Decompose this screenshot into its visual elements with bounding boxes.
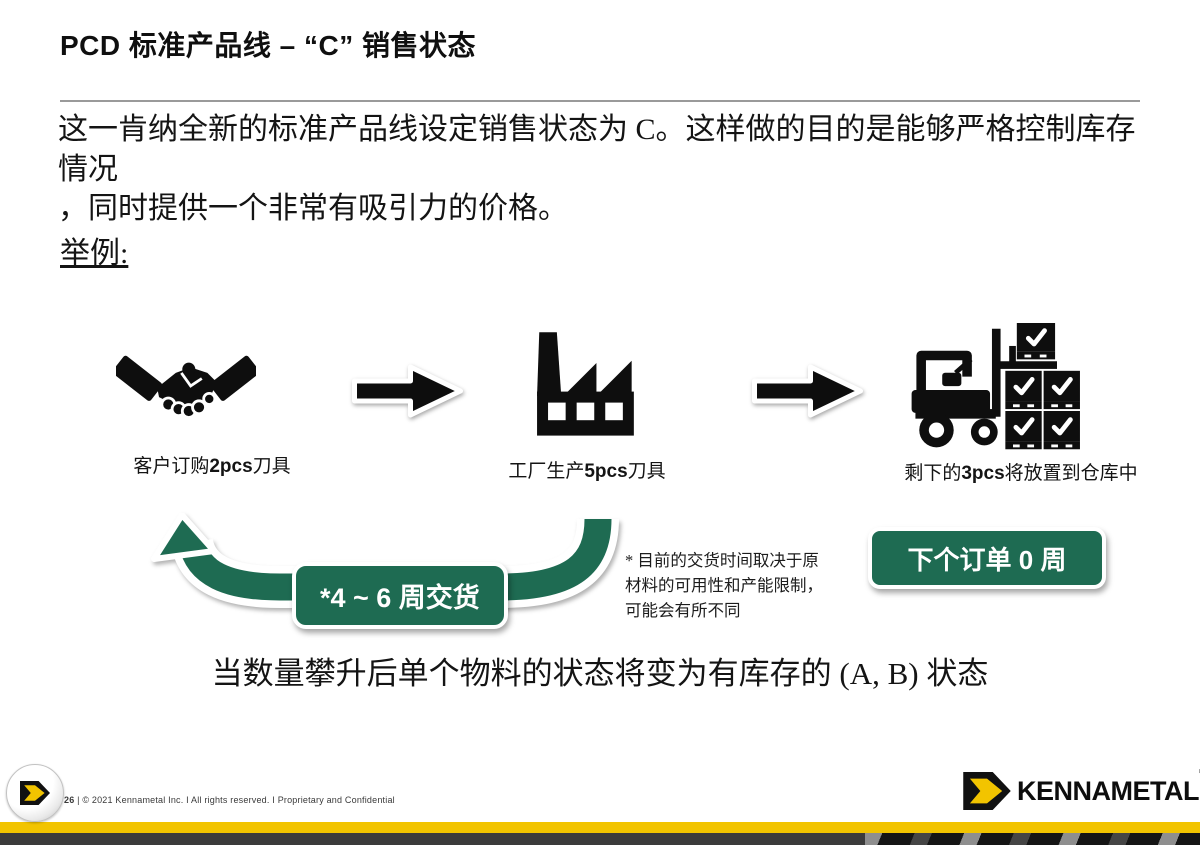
kennametal-ball-logo [6,764,64,822]
caption-text: 将放置到仓库中 [1004,463,1138,484]
bottom-dark-stripe [0,833,1200,845]
caption-text: 刀具 [627,461,666,482]
example-label: 举例: [60,237,129,270]
copyright-text: | © 2021 Kennametal Inc. I All rights re… [77,795,395,805]
caption-text: 工厂生产 [508,461,585,482]
bottom-yellow-stripe [0,822,1200,833]
right-arrow-icon [752,364,863,418]
step-caption: 客户订购2pcs刀具 [112,451,312,478]
caption-quantity: 5pcs [584,461,628,482]
kennametal-logo: KENNAMETAL® [963,767,1200,810]
caption-text: 客户订购 [133,456,210,477]
right-arrow-icon [352,364,463,418]
caption-quantity: 2pcs [209,456,253,477]
delivery-note: * 目前的交货时间取决于原 材料的可用性和产能限制， 可能会有所不同 [625,551,823,620]
caption-text: 剩下的 [904,463,962,484]
registered-mark: ® [1199,767,1200,776]
title-divider [60,100,1140,102]
kennametal-wordmark: KENNAMETAL [1017,775,1199,806]
delivery-time-badge: *4 ~ 6 周交货 [292,562,508,629]
next-order-box: 下个订单 0 周 [868,527,1106,589]
page-number: 26 [64,795,75,805]
handshake-icon [116,355,256,419]
caption-text: 刀具 [252,456,291,477]
intro-paragraph: 这一肯纳全新的标准产品线设定销售状态为 C。这样做的目的是能够严格控制库存情况 … [58,113,1136,226]
footer-copyright: 26 | © 2021 Kennametal Inc. I All rights… [64,795,395,805]
step-caption: 剩下的3pcs将放置到仓库中 [893,458,1149,485]
step-caption: 工厂生产5pcs刀具 [487,456,687,483]
caption-quantity: 3pcs [961,463,1005,484]
factory-icon [537,332,634,436]
page-title: PCD 标准产品线 – “C” 销售状态 [60,30,477,61]
hazard-stripes [865,833,1200,845]
kennametal-k-icon [963,772,1011,810]
kennametal-k-icon [20,781,50,805]
conclusion-text: 当数量攀升后单个物料的状态将变为有库存的 (A, B) 状态 [211,656,989,691]
forklift-warehouse-icon [911,323,1080,450]
